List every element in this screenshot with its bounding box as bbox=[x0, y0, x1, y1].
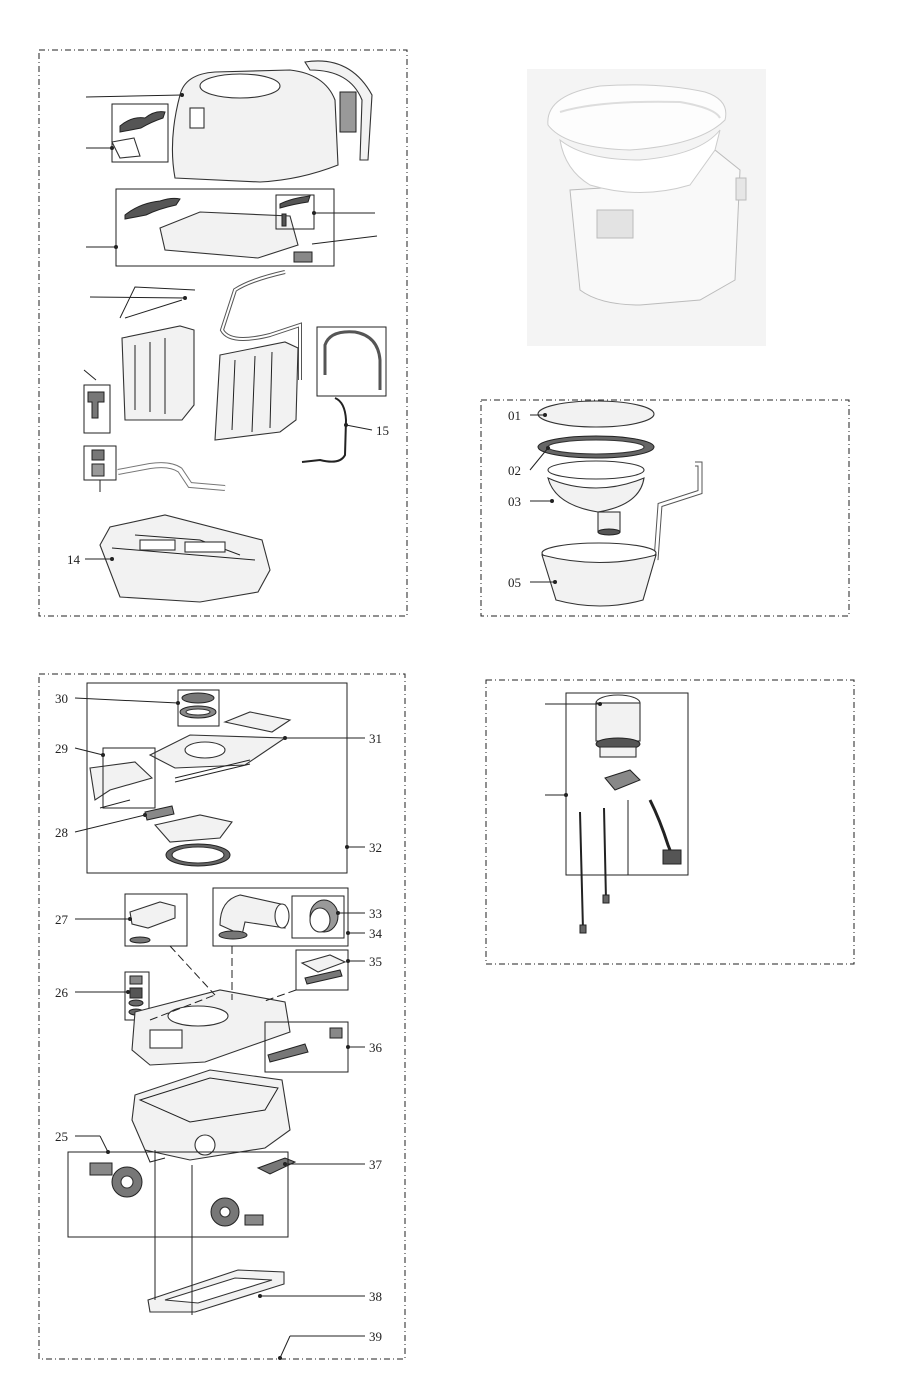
label-14: 14 bbox=[67, 552, 81, 567]
tank-body-illustration bbox=[131, 1069, 291, 1163]
label-25: 25 bbox=[55, 1129, 68, 1144]
tank-top-illustration bbox=[131, 989, 291, 1066]
panel-pump-wiring bbox=[485, 679, 855, 965]
top-cover-illustration bbox=[171, 60, 373, 183]
label-26: 26 bbox=[55, 985, 69, 1000]
label-33: 33 bbox=[369, 906, 382, 921]
label-28: 28 bbox=[55, 825, 68, 840]
label-15: 15 bbox=[376, 423, 389, 438]
bowl-funnel-illustration bbox=[547, 460, 645, 536]
panel-waste-tank-border bbox=[38, 673, 406, 1360]
panel-upper-unit: 15 14 bbox=[38, 49, 408, 617]
label-30: 30 bbox=[55, 691, 68, 706]
label-34: 34 bbox=[369, 926, 383, 941]
label-35: 35 bbox=[369, 954, 382, 969]
panel-bowl-exploded: 01 02 03 05 bbox=[480, 399, 850, 617]
label-37: 37 bbox=[369, 1157, 383, 1172]
product-photo bbox=[527, 69, 766, 346]
left-side-panel-illustration bbox=[121, 325, 195, 421]
panel-upper-unit-border bbox=[38, 49, 408, 617]
label-02: 02 bbox=[508, 463, 521, 478]
label-05: 05 bbox=[508, 575, 521, 590]
base-tray-illustration bbox=[99, 514, 271, 603]
panel-waste-tank: 30 31 29 28 32 27 bbox=[38, 673, 406, 1360]
label-39: 39 bbox=[369, 1329, 382, 1344]
label-32: 32 bbox=[369, 840, 382, 855]
label-27: 27 bbox=[55, 912, 69, 927]
label-36: 36 bbox=[369, 1040, 383, 1055]
label-03: 03 bbox=[508, 494, 521, 509]
seal-ring-illustration bbox=[537, 435, 655, 459]
panel-pump-border bbox=[485, 679, 855, 965]
label-01: 01 bbox=[508, 408, 521, 423]
right-side-panel-illustration bbox=[214, 341, 299, 441]
control-board-illustration bbox=[124, 194, 315, 259]
pump-illustration bbox=[595, 694, 641, 791]
label-38: 38 bbox=[369, 1289, 382, 1304]
label-29: 29 bbox=[55, 741, 68, 756]
seat-lid-illustration bbox=[537, 400, 655, 428]
base-bowl-illustration bbox=[541, 542, 657, 607]
label-31: 31 bbox=[369, 731, 382, 746]
panel-bowl-border bbox=[480, 399, 850, 617]
